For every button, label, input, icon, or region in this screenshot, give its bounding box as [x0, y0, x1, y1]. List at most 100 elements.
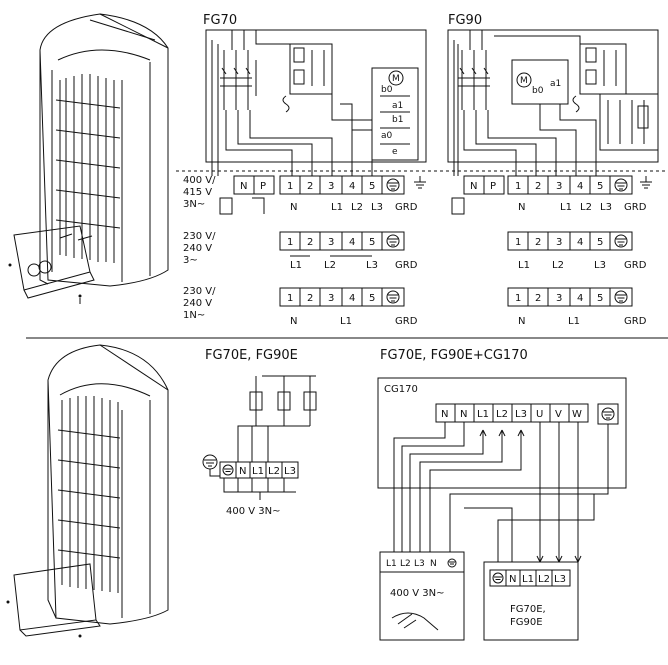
- voltage-label-row2: 230 V/ 240 V 3~: [183, 231, 216, 266]
- svg-text:CG170: CG170: [384, 384, 418, 395]
- ground-icon: [414, 176, 426, 189]
- svg-text:4: 4: [577, 293, 583, 304]
- svg-text:230 V/: 230 V/: [183, 231, 216, 242]
- svg-text:5: 5: [597, 293, 603, 304]
- svg-text:FG70E,: FG70E,: [510, 604, 546, 615]
- svg-text:P: P: [260, 181, 266, 192]
- svg-text:3: 3: [328, 181, 334, 192]
- ground-icon: [614, 178, 628, 192]
- fg90-motor-label: M b0 a1: [520, 76, 561, 96]
- svg-text:L2: L2: [496, 409, 508, 420]
- svg-text:3~: 3~: [183, 255, 198, 266]
- svg-text:4: 4: [577, 237, 583, 248]
- svg-text:L1: L1: [290, 260, 302, 271]
- svg-text:L1: L1: [518, 260, 530, 271]
- sauna-heater-illustration-bottom: [6, 344, 169, 638]
- svg-text:1N~: 1N~: [183, 310, 205, 321]
- svg-text:L2: L2: [538, 574, 550, 585]
- voltage-label-row1: 400 V/ 415 V 3N~: [183, 175, 216, 210]
- svg-text:5: 5: [597, 237, 603, 248]
- svg-text:N: N: [441, 409, 448, 420]
- svg-text:2: 2: [535, 181, 541, 192]
- svg-text:L2: L2: [580, 202, 592, 213]
- fg-e-supply-label: 400 V 3N~: [226, 506, 281, 517]
- svg-text:L2: L2: [268, 466, 280, 477]
- fg-e-ground: [202, 454, 220, 477]
- svg-text:4: 4: [349, 181, 355, 192]
- svg-text:240 V: 240 V: [183, 243, 212, 254]
- svg-text:N: N: [470, 181, 477, 192]
- fg-e-terminal-block: N L1 L2 L3: [219, 461, 299, 479]
- fg70-title: FG70: [203, 13, 237, 28]
- svg-text:2: 2: [307, 181, 313, 192]
- svg-text:L1: L1: [331, 202, 343, 213]
- ground-icon: [640, 176, 652, 189]
- svg-text:FG90E: FG90E: [510, 617, 543, 628]
- svg-text:a1: a1: [550, 79, 561, 89]
- svg-text:4: 4: [577, 181, 583, 192]
- svg-text:230 V/: 230 V/: [183, 286, 216, 297]
- fg70-terminal-block-row1: N P 1 2 3 4 5 N L1 L2 L3 GRD: [219, 175, 426, 215]
- svg-text:3: 3: [328, 293, 334, 304]
- svg-text:GRD: GRD: [395, 316, 418, 327]
- svg-text:1: 1: [287, 293, 293, 304]
- svg-text:GRD: GRD: [395, 202, 418, 213]
- fg90-title: FG90: [448, 13, 482, 28]
- svg-text:3: 3: [556, 237, 562, 248]
- ground-icon: [386, 178, 400, 192]
- svg-text:L3: L3: [600, 202, 612, 213]
- motor-icon: [388, 70, 404, 86]
- svg-text:L3: L3: [515, 409, 527, 420]
- svg-text:5: 5: [597, 181, 603, 192]
- svg-text:e: e: [392, 147, 398, 157]
- fg90-contactor-circuit: [447, 29, 659, 176]
- svg-text:3N~: 3N~: [183, 199, 205, 210]
- svg-text:P: P: [490, 181, 496, 192]
- svg-text:N: N: [240, 181, 247, 192]
- svg-text:N: N: [290, 316, 297, 327]
- svg-text:N: N: [290, 202, 297, 213]
- svg-text:400 V/: 400 V/: [183, 175, 216, 186]
- ground-icon: [597, 403, 619, 425]
- fg90-terminal-block-row3: 1 2 3 4 5 N L1 GRD: [507, 287, 647, 327]
- svg-text:3: 3: [556, 293, 562, 304]
- svg-text:3: 3: [556, 181, 562, 192]
- svg-text:2: 2: [535, 293, 541, 304]
- svg-text:b0: b0: [532, 86, 544, 96]
- svg-text:2: 2: [535, 237, 541, 248]
- svg-text:4: 4: [349, 237, 355, 248]
- svg-text:M: M: [520, 76, 528, 86]
- svg-text:240 V: 240 V: [183, 298, 212, 309]
- svg-text:U: U: [536, 409, 543, 420]
- fg70-terminal-block-row3: 1 2 3 4 5 N L1 GRD: [279, 287, 418, 327]
- svg-text:W: W: [572, 409, 582, 420]
- svg-text:L3: L3: [594, 260, 606, 271]
- svg-text:L1: L1: [477, 409, 489, 420]
- cg170-wiring: [393, 422, 609, 563]
- svg-text:1: 1: [515, 181, 521, 192]
- svg-text:L3: L3: [366, 260, 378, 271]
- svg-text:L1: L1: [340, 316, 352, 327]
- svg-text:L1: L1: [560, 202, 572, 213]
- svg-text:N: N: [518, 316, 525, 327]
- svg-text:N: N: [460, 409, 467, 420]
- fg-e-title: FG70E, FG90E: [205, 348, 298, 363]
- svg-text:GRD: GRD: [624, 260, 647, 271]
- svg-text:L3: L3: [554, 574, 566, 585]
- fg70-motor-label: M b0 a1 b1 a0 e: [381, 74, 403, 157]
- cg-title: FG70E, FG90E+CG170: [380, 348, 528, 363]
- svg-text:L3: L3: [371, 202, 383, 213]
- plug-icon: [391, 612, 439, 631]
- svg-text:5: 5: [369, 293, 375, 304]
- svg-text:GRD: GRD: [624, 202, 647, 213]
- fg70-terminal-block-row2: 1 2 3 4 5 L1 L2 L3 GRD: [279, 231, 418, 271]
- ground-icon: [614, 234, 628, 248]
- svg-text:L1: L1: [522, 574, 534, 585]
- svg-text:N: N: [430, 559, 437, 569]
- svg-text:L1: L1: [252, 466, 264, 477]
- svg-text:L2: L2: [552, 260, 564, 271]
- svg-text:4: 4: [349, 293, 355, 304]
- svg-text:L3: L3: [414, 559, 425, 569]
- fg90-terminal-block-row1: N P 1 2 3 4 5 N L1 L2 L3 GRD: [451, 175, 652, 215]
